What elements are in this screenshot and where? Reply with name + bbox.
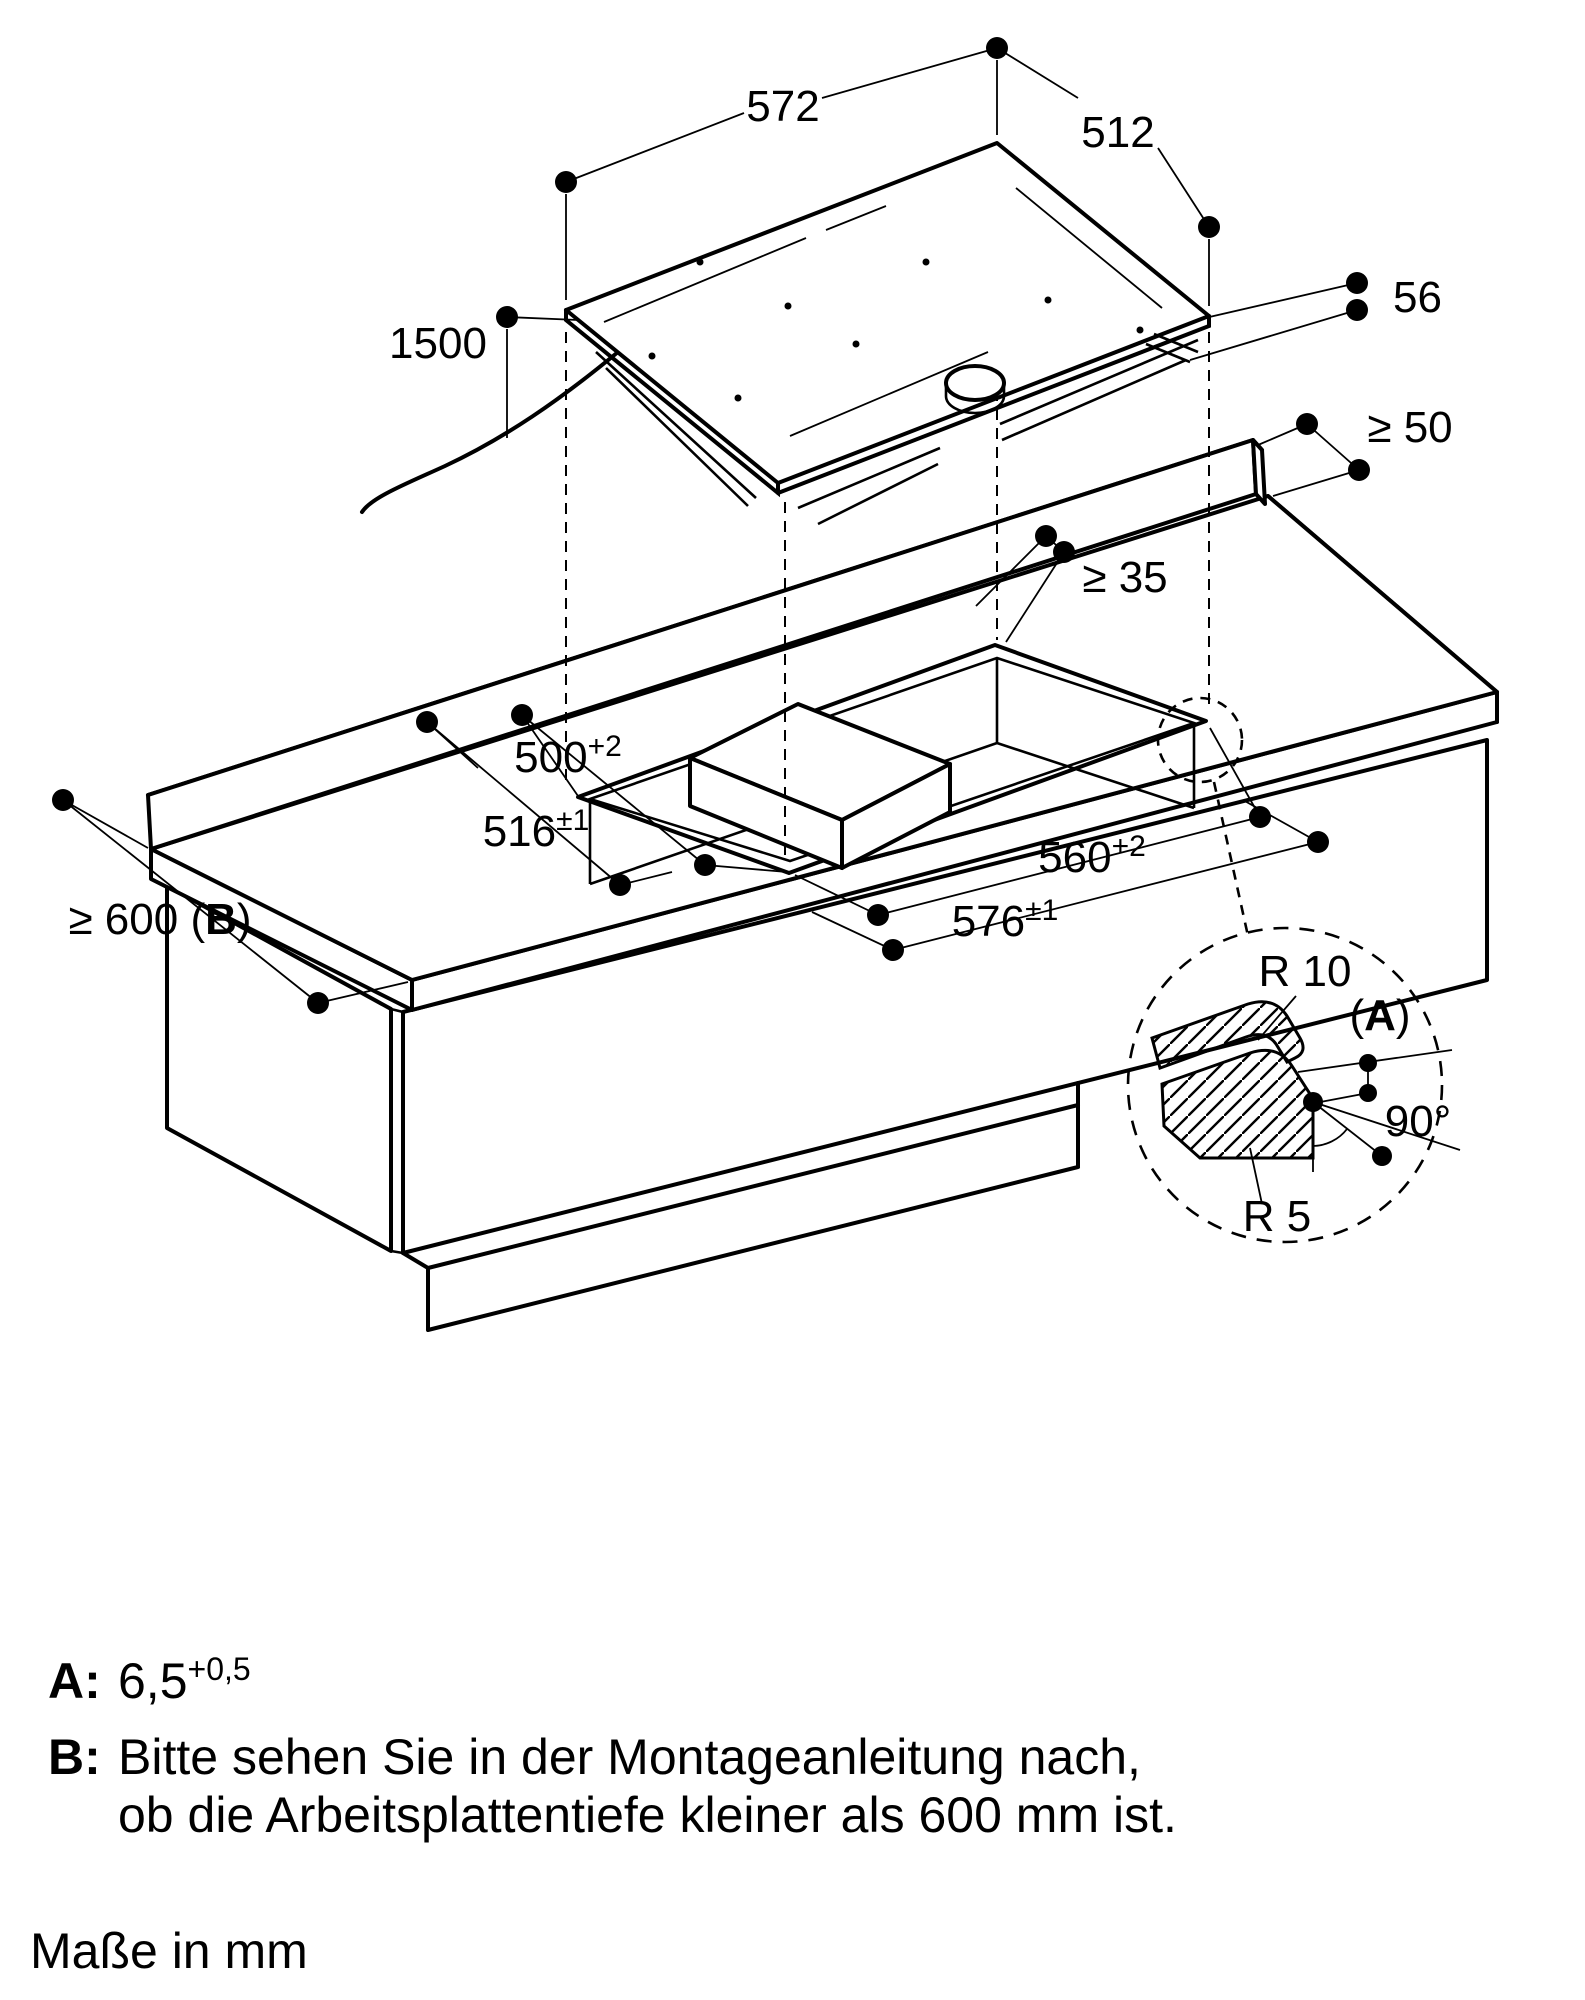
cutout-opening bbox=[585, 656, 1199, 886]
dim-576-sup: ±1 bbox=[1025, 894, 1058, 927]
power-cable bbox=[360, 350, 620, 514]
vent-box bbox=[688, 702, 952, 870]
dim-576: 576±1 bbox=[811, 799, 1329, 961]
cooktop bbox=[360, 141, 1211, 526]
detail-circle bbox=[1126, 926, 1444, 1244]
dim-572-label: 572 bbox=[746, 82, 819, 131]
backsplash-right-cap bbox=[1251, 438, 1267, 506]
edge-profile-section bbox=[1150, 995, 1461, 1205]
control-knob bbox=[944, 364, 1006, 415]
worktop bbox=[146, 438, 1499, 1012]
dim-500-sup: +2 bbox=[588, 730, 622, 763]
cooktop-surface-markings bbox=[603, 187, 1163, 437]
footnote-b-line1: Bitte sehen Sie in der Montageanleitung … bbox=[118, 1729, 1141, 1785]
footnote-a-sup: +0,5 bbox=[188, 1651, 251, 1687]
profile-upper-layer bbox=[1150, 1000, 1305, 1070]
detail-a-label: (A) bbox=[1349, 991, 1410, 1040]
dim-560: 560+2 bbox=[794, 727, 1271, 926]
dimension-dot bbox=[1035, 525, 1057, 547]
dimension-dot bbox=[1249, 806, 1271, 828]
dimension-dot bbox=[555, 171, 577, 193]
units-note: Maße in mm bbox=[30, 1923, 308, 1979]
detail-radius-bottom-label: R 5 bbox=[1243, 1192, 1311, 1241]
dim-512-label: 512 bbox=[1081, 108, 1154, 157]
dimension-dot bbox=[511, 704, 533, 726]
detail-a-bold: A bbox=[1364, 991, 1396, 1040]
detail-callout: R 10 (A) 90° R 5 bbox=[1126, 696, 1461, 1244]
dimension-dot bbox=[52, 789, 74, 811]
profile-corner-dot bbox=[1303, 1092, 1323, 1112]
dimension-dot bbox=[694, 854, 716, 876]
dim-min-35: ≥ 35 bbox=[975, 525, 1168, 643]
cabinet-panel-reveal bbox=[390, 1007, 404, 1255]
footnotes: A: 6,5+0,5 B: Bitte sehen Sie in der Mon… bbox=[30, 1651, 1177, 1979]
dimension-dot bbox=[1307, 831, 1329, 853]
dim-min-600-pre: ≥ 600 ( bbox=[68, 895, 205, 944]
footnote-a-base: 6,5 bbox=[118, 1653, 188, 1709]
dim-min-600: ≥ 600 (B) bbox=[52, 789, 409, 1014]
dimension-dot bbox=[307, 992, 329, 1014]
dimension-dot bbox=[1348, 459, 1370, 481]
dimension-dot bbox=[1053, 541, 1075, 563]
detail-a-close: ) bbox=[1396, 991, 1411, 1040]
dimension-dot bbox=[1346, 299, 1368, 321]
dim-min-600-bold: B bbox=[205, 895, 237, 944]
dimension-dot bbox=[1198, 216, 1220, 238]
dim-min-50: ≥ 50 bbox=[1257, 403, 1453, 497]
dim-576-base: 576 bbox=[952, 897, 1025, 946]
footnote-a-value: 6,5+0,5 bbox=[118, 1651, 251, 1709]
dim-516: 516±1 bbox=[416, 711, 673, 896]
dim-56: 56 bbox=[1189, 272, 1442, 361]
dim-1500: 1500 bbox=[389, 306, 579, 438]
dimension-dot bbox=[1359, 1054, 1377, 1072]
dim-576-label: 576±1 bbox=[952, 894, 1059, 946]
dim-500: 500+2 bbox=[511, 704, 788, 876]
dim-min-35-label: ≥ 35 bbox=[1082, 553, 1167, 602]
detail-a-open: ( bbox=[1349, 991, 1364, 1040]
cooktop-glass bbox=[564, 141, 1211, 485]
cabinet-plinth bbox=[401, 1081, 1080, 1332]
dim-560-label: 560+2 bbox=[1038, 830, 1146, 882]
dim-512: 512 bbox=[996, 47, 1220, 306]
footnote-b-key: B: bbox=[48, 1729, 101, 1785]
cooktop-glass-edge bbox=[564, 308, 1211, 498]
dimension-dot bbox=[496, 306, 518, 328]
detail-source-circle bbox=[1156, 696, 1244, 784]
angle-dot bbox=[1372, 1146, 1392, 1166]
dimension-dot bbox=[609, 874, 631, 896]
cooktop-under-frame bbox=[595, 332, 1199, 526]
worktop-top-face bbox=[149, 494, 1499, 982]
profile-lower-layer bbox=[1160, 1048, 1315, 1160]
dim-min-600-post: ) bbox=[237, 895, 252, 944]
vent-box-front bbox=[840, 762, 952, 870]
dim-516-base: 516 bbox=[483, 807, 556, 856]
dimension-dot bbox=[882, 939, 904, 961]
dim-500-label: 500+2 bbox=[514, 730, 622, 782]
dim-516-sup: ±1 bbox=[556, 804, 589, 837]
dim-56-label: 56 bbox=[1393, 273, 1442, 322]
dim-1500-label: 1500 bbox=[389, 319, 487, 368]
dim-516-label: 516±1 bbox=[483, 804, 590, 856]
dimension-dot bbox=[867, 904, 889, 926]
dim-572: 572 bbox=[555, 37, 1008, 300]
dimension-dot bbox=[1296, 413, 1318, 435]
dim-500-base: 500 bbox=[514, 733, 587, 782]
dim-560-base: 560 bbox=[1038, 833, 1111, 882]
dim-min-600-label: ≥ 600 (B) bbox=[68, 895, 251, 944]
dimension-dot bbox=[1359, 1084, 1377, 1102]
dim-min-50-label: ≥ 50 bbox=[1367, 403, 1452, 452]
detail-connector bbox=[1212, 781, 1250, 937]
footnote-a-key: A: bbox=[48, 1653, 101, 1709]
detail-angle-label: 90° bbox=[1385, 1097, 1452, 1146]
detail-radius-top-label: R 10 bbox=[1259, 947, 1352, 996]
dimension-dot bbox=[1346, 272, 1368, 294]
footnote-b-line2: ob die Arbeitsplattentiefe kleiner als 6… bbox=[118, 1787, 1177, 1843]
dimension-dot bbox=[416, 711, 438, 733]
dim-560-sup: +2 bbox=[1112, 830, 1146, 863]
